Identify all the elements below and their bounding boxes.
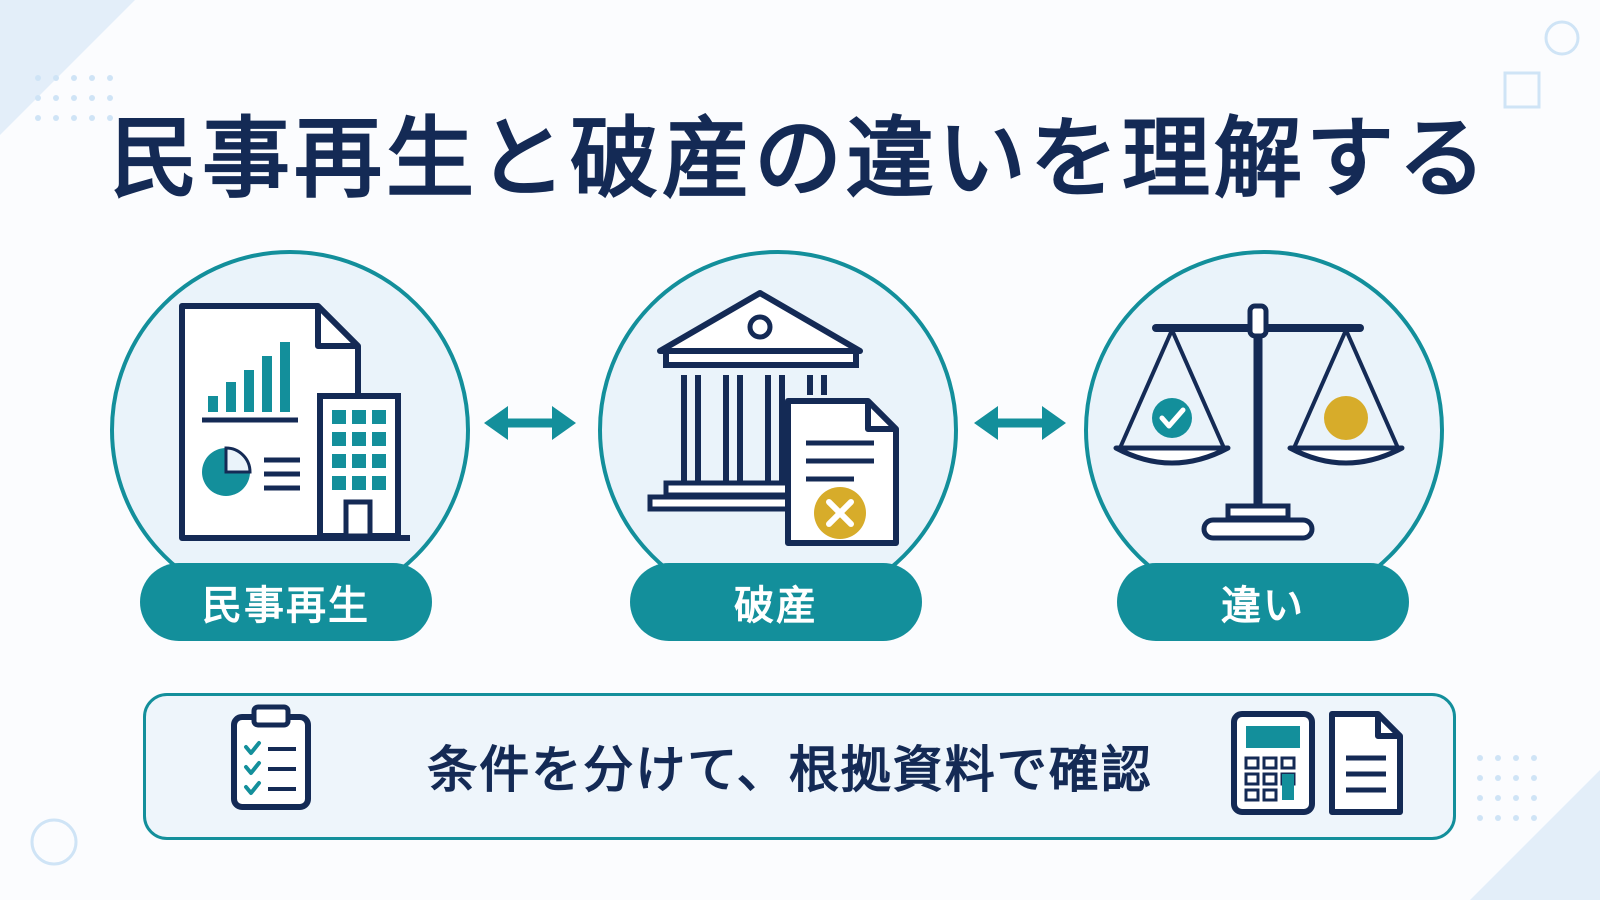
courthouse-document-icon [647, 290, 899, 546]
double-arrow-icon [484, 406, 576, 440]
item-label-1: 民事再生 [140, 563, 432, 641]
summary-text: 条件を分けて、根拠資料で確認 [427, 741, 1153, 799]
document-icon [1329, 711, 1403, 815]
dot-grid-bottom-right [1477, 755, 1537, 821]
calculator-icon [1231, 711, 1315, 815]
page-title: 民事再生と破産の違いを理解する [109, 107, 1490, 210]
double-arrow-icon [974, 406, 1066, 440]
dot-grid-top-left [35, 75, 113, 121]
clipboard-checklist-icon [231, 704, 311, 810]
square-top-right [1503, 71, 1541, 109]
item-label-3: 違い [1117, 563, 1409, 641]
report-building-icon [179, 303, 410, 541]
ring-bottom-left [30, 818, 78, 866]
ring-top-right [1544, 20, 1580, 56]
corner-triangle-bottom-right [1470, 770, 1600, 900]
item-label-2: 破産 [630, 563, 922, 641]
balance-scale-icon [1113, 303, 1405, 541]
corner-triangle-top-left [0, 0, 135, 135]
